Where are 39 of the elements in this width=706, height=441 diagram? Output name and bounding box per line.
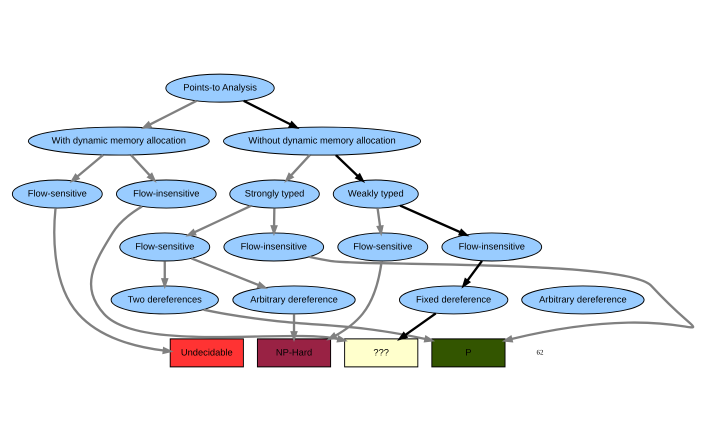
arrow (140, 100, 198, 130)
node-ellipse: Weakly typed (332, 180, 419, 208)
arrow (270, 208, 278, 236)
arrow (130, 154, 157, 183)
arrow (461, 260, 483, 289)
arrow (335, 154, 366, 184)
node-ellipse: Fixed dereference (398, 285, 508, 314)
node-box: NP-Hard (256, 338, 332, 368)
arrow (203, 308, 436, 342)
node-ellipse: Without dynamic memory allocation (222, 126, 422, 156)
node-ellipse: Flow-insensitive (441, 232, 542, 262)
arrow (90, 205, 348, 342)
node-ellipse: Flow-sensitive (337, 232, 428, 262)
node-ellipse: Flow-insensitive (223, 232, 324, 262)
node-box: P (431, 338, 506, 368)
arrow (397, 312, 436, 341)
arrow (400, 204, 470, 236)
arrow (160, 261, 169, 290)
node-ellipse: Flow-sensitive (119, 232, 210, 262)
node-box: ??? (344, 338, 418, 368)
arrow (185, 204, 252, 237)
node-ellipse: Flow-sensitive (12, 180, 103, 208)
arrow (290, 314, 298, 342)
arrow (53, 208, 174, 354)
arrow (376, 208, 384, 236)
arrow (284, 154, 311, 183)
arrow (309, 256, 693, 342)
node-ellipse: Arbitrary dereference (232, 285, 356, 314)
arrow (326, 260, 383, 340)
node-ellipse: Flow-insensitive (116, 180, 217, 208)
node-ellipse: Arbitrary dereference (521, 285, 645, 314)
node-ellipse: Two dereferences (110, 285, 219, 314)
node-ellipse: With dynamic memory allocation (28, 126, 210, 156)
node-ellipse: Points-to Analysis (165, 74, 275, 103)
node-ellipse: Strongly typed (229, 180, 320, 208)
node-box: Undecidable (170, 338, 244, 368)
arrow (243, 100, 300, 129)
arrow (191, 257, 268, 289)
arrow (70, 154, 104, 184)
